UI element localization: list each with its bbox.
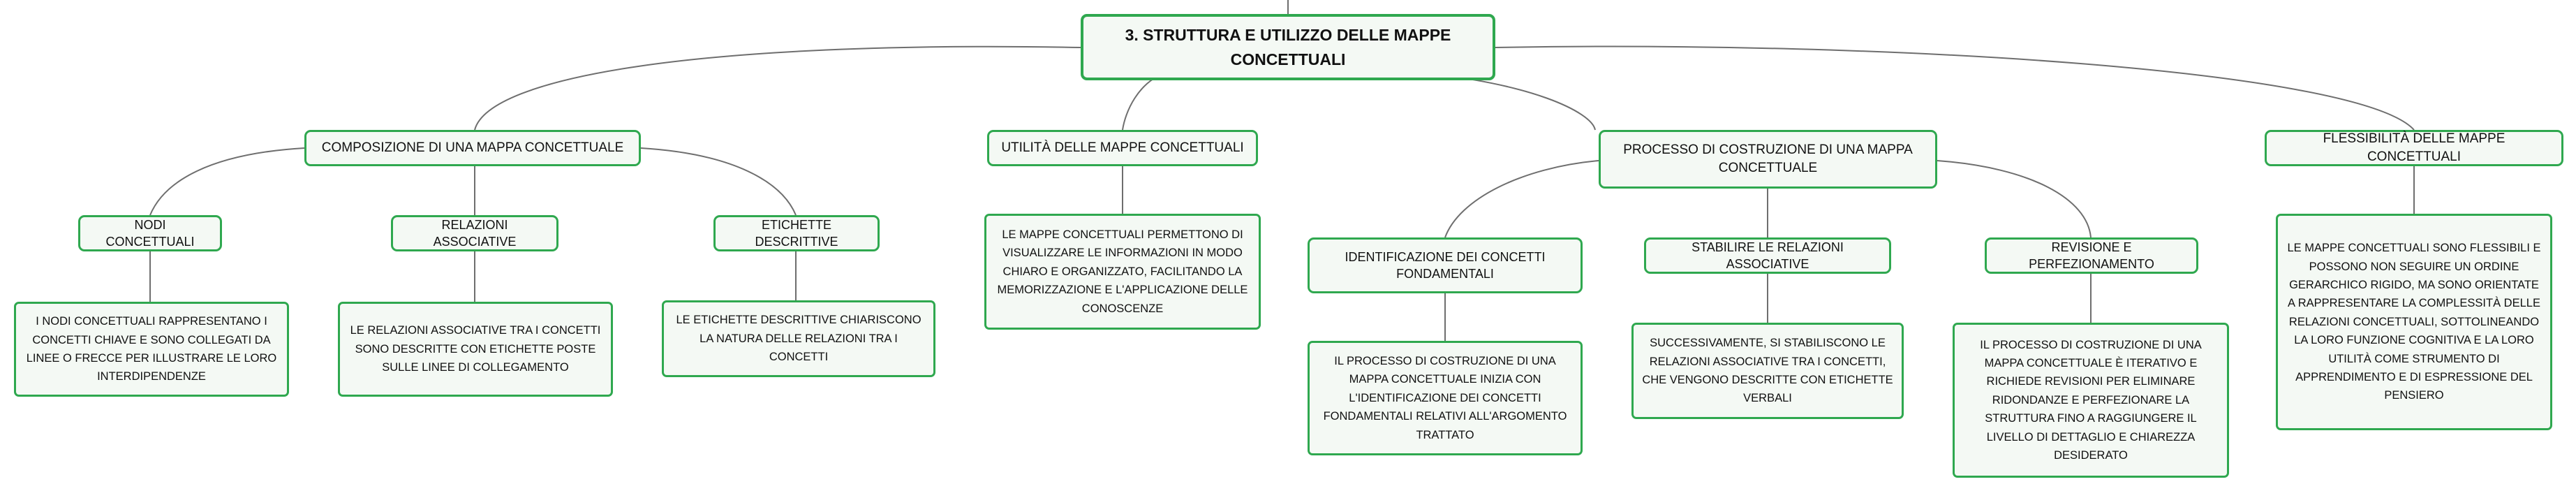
detail-flessibilita[interactable]: LE MAPPE CONCETTUALI SONO FLESSIBILI E P… xyxy=(2276,214,2552,430)
connector-composizione-nodi xyxy=(149,147,305,216)
node-stabilire-relazioni[interactable]: STABILIRE LE RELAZIONI ASSOCIATIVE xyxy=(1644,237,1891,274)
branch-utilita[interactable]: UTILITÀ DELLE MAPPE CONCETTUALI xyxy=(987,130,1258,166)
branch-utilita-label: UTILITÀ DELLE MAPPE CONCETTUALI xyxy=(1001,140,1244,156)
connector-root-utilita xyxy=(1122,72,1167,131)
detail-identificazione-concetti[interactable]: IL PROCESSO DI COSTRUZIONE DI UNA MAPPA … xyxy=(1308,341,1583,455)
connector-composizione-etichette xyxy=(640,147,797,216)
node-identificazione-concetti[interactable]: IDENTIFICAZIONE DEI CONCETTI FONDAMENTAL… xyxy=(1308,237,1583,293)
detail-etichette-descrittive-text: LE ETICHETTE DESCRITTIVE CHIARISCONO LA … xyxy=(676,314,921,364)
branch-flessibilita[interactable]: FLESSIBILITÀ DELLE MAPPE CONCETTUALI xyxy=(2265,130,2563,166)
node-identificazione-concetti-label: IDENTIFICAZIONE DEI CONCETTI FONDAMENTAL… xyxy=(1345,249,1546,281)
detail-relazioni-associative-text: LE RELAZIONI ASSOCIATIVE TRA I CONCETTI … xyxy=(350,324,601,374)
detail-stabilire-relazioni[interactable]: SUCCESSIVAMENTE, SI STABILISCONO LE RELA… xyxy=(1631,323,1904,419)
detail-nodi-concettuali-text: I NODI CONCETTUALI RAPPRESENTANO I CONCE… xyxy=(26,315,277,383)
detail-relazioni-associative[interactable]: LE RELAZIONI ASSOCIATIVE TRA I CONCETTI … xyxy=(338,302,613,397)
detail-utilita-text: LE MAPPE CONCETTUALI PERMETTONO DI VISUA… xyxy=(997,228,1248,315)
node-stabilire-relazioni-label: STABILIRE LE RELAZIONI ASSOCIATIVE xyxy=(1692,240,1844,271)
branch-processo-label: PROCESSO DI COSTRUZIONE DI UNA MAPPA CON… xyxy=(1623,142,1913,175)
node-etichette-descrittive[interactable]: ETICHETTE DESCRITTIVE xyxy=(713,215,880,251)
node-revisione-perfezionamento-label: REVISIONE E PERFEZIONAMENTO xyxy=(2029,240,2154,271)
detail-identificazione-concetti-text: IL PROCESSO DI COSTRUZIONE DI UNA MAPPA … xyxy=(1323,355,1567,441)
connector-root-processo xyxy=(1416,72,1596,131)
connector-processo-revisione xyxy=(1937,160,2092,238)
connector-processo-identificazione xyxy=(1444,160,1599,238)
detail-flessibilita-text: LE MAPPE CONCETTUALI SONO FLESSIBILI E P… xyxy=(2287,242,2541,402)
root-topic-label: 3. STRUTTURA E UTILIZZO DELLE MAPPE CONC… xyxy=(1125,26,1451,68)
detail-etichette-descrittive[interactable]: LE ETICHETTE DESCRITTIVE CHIARISCONO LA … xyxy=(662,300,935,377)
detail-utilita[interactable]: LE MAPPE CONCETTUALI PERMETTONO DI VISUA… xyxy=(984,214,1261,330)
detail-revisione-perfezionamento[interactable]: IL PROCESSO DI COSTRUZIONE DI UNA MAPPA … xyxy=(1953,323,2229,478)
node-revisione-perfezionamento[interactable]: REVISIONE E PERFEZIONAMENTO xyxy=(1985,237,2198,274)
node-relazioni-associative-label: RELAZIONI ASSOCIATIVE xyxy=(433,217,517,249)
node-nodi-concettuali[interactable]: NODI CONCETTUALI xyxy=(78,215,222,251)
connector-root-flessibilita xyxy=(1495,45,2415,131)
branch-flessibilita-label: FLESSIBILITÀ DELLE MAPPE CONCETTUALI xyxy=(2323,131,2505,164)
node-etichette-descrittive-label: ETICHETTE DESCRITTIVE xyxy=(755,217,838,249)
branch-composizione[interactable]: COMPOSIZIONE DI UNA MAPPA CONCETTUALE xyxy=(304,130,641,166)
node-nodi-concettuali-label: NODI CONCETTUALI xyxy=(105,217,195,249)
detail-nodi-concettuali[interactable]: I NODI CONCETTUALI RAPPRESENTANO I CONCE… xyxy=(14,302,289,397)
branch-composizione-label: COMPOSIZIONE DI UNA MAPPA CONCETTUALE xyxy=(321,140,624,156)
detail-stabilire-relazioni-text: SUCCESSIVAMENTE, SI STABILISCONO LE RELA… xyxy=(1642,337,1893,405)
detail-revisione-perfezionamento-text: IL PROCESSO DI COSTRUZIONE DI UNA MAPPA … xyxy=(1980,338,2202,462)
node-relazioni-associative[interactable]: RELAZIONI ASSOCIATIVE xyxy=(391,215,558,251)
root-topic[interactable]: 3. STRUTTURA E UTILIZZO DELLE MAPPE CONC… xyxy=(1081,14,1495,80)
connector-root-composizione xyxy=(474,45,1081,131)
branch-processo[interactable]: PROCESSO DI COSTRUZIONE DI UNA MAPPA CON… xyxy=(1599,130,1937,189)
